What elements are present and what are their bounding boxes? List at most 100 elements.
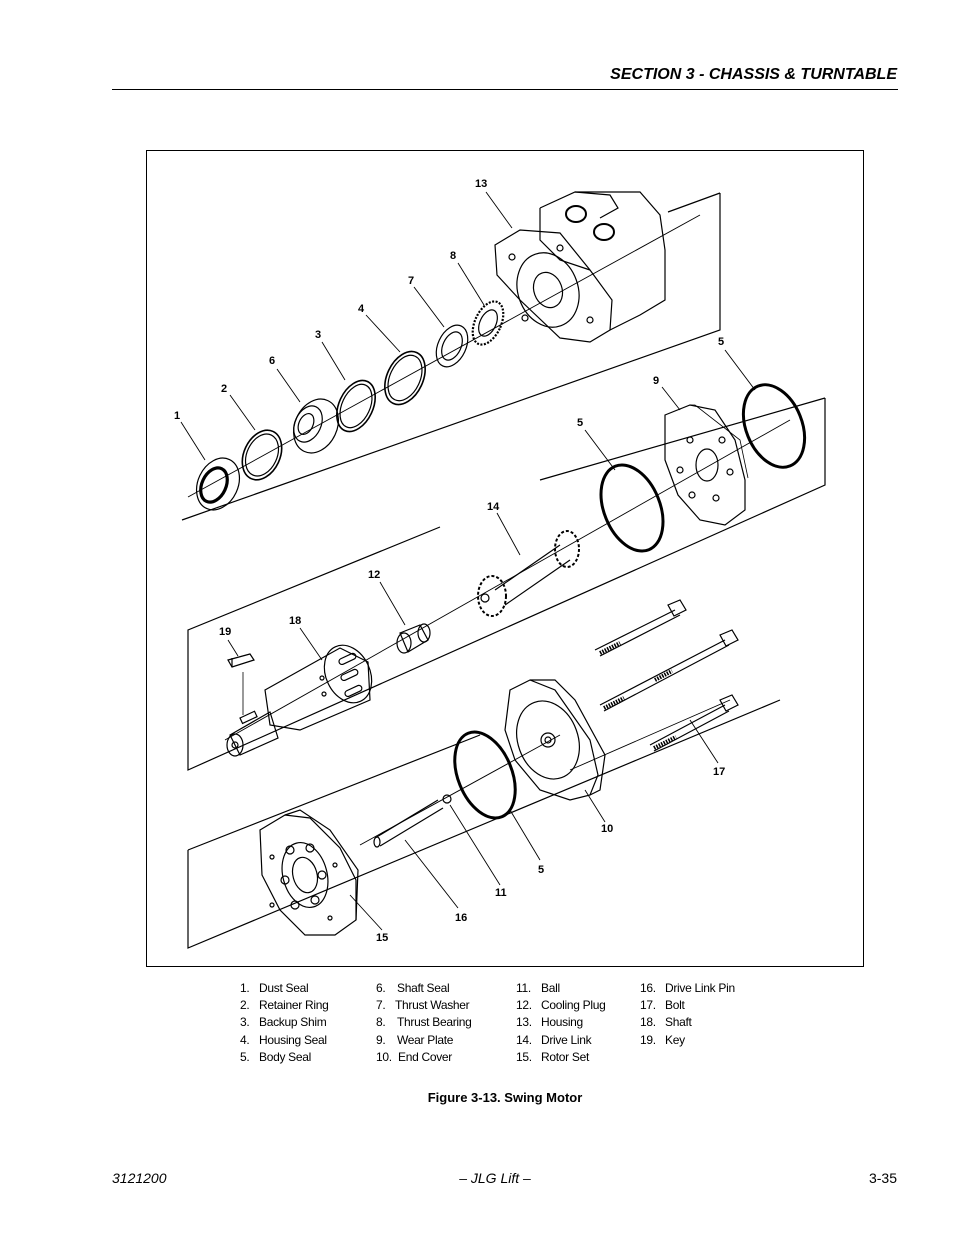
shaft — [226, 644, 373, 757]
rotor-set — [259, 809, 359, 936]
bolts — [594, 599, 739, 752]
drive-link — [477, 530, 580, 617]
callout-10: 10 — [601, 823, 613, 835]
legend-item: 3.Backup Shim — [240, 1014, 328, 1031]
legend-text: Housing Seal — [259, 1032, 327, 1047]
legend-number: 16. — [640, 981, 656, 995]
legend-number: 19. — [640, 1032, 656, 1047]
legend-item: 17. Bolt — [640, 997, 735, 1014]
legend-text: Rotor Set — [541, 1049, 589, 1064]
legend-item: 7. Thrust Washer — [376, 997, 472, 1014]
legend-number: 2. — [240, 998, 250, 1013]
legend-number: 12. — [516, 998, 532, 1013]
legend-number: 4. — [240, 1032, 250, 1047]
group-planes — [181, 192, 826, 949]
shaft-seal — [292, 398, 340, 454]
legend-text: Retainer Ring — [259, 998, 329, 1013]
drive-link-pin — [373, 799, 444, 848]
legend-column-4: 16. Drive Link Pin 17. Bolt 18. Shaft 19.Ke… — [640, 980, 735, 1049]
callout-2: 2 — [221, 383, 227, 395]
callout-1: 1 — [174, 410, 180, 422]
legend-item: 8. Thrust Bearing — [376, 1014, 472, 1031]
legend-number: 7. — [376, 998, 386, 1013]
legend-item: 19.Key — [640, 1032, 735, 1049]
legend-text: Drive Link Pin — [665, 981, 735, 995]
leader-lines — [180, 191, 756, 931]
callout-12: 12 — [368, 569, 380, 581]
legend-number: 14. — [516, 1032, 532, 1047]
legend-text: Housing — [541, 1015, 583, 1030]
legend-item: 4. Housing Seal — [240, 1032, 328, 1049]
legend-number: 15. — [516, 1049, 532, 1064]
legend-column-2: 6. Shaft Seal 7. Thrust Washer 8. Thrust Be… — [376, 980, 472, 1066]
legend-text: Ball — [541, 981, 560, 995]
retainer-ring — [241, 429, 283, 481]
legend-number: 18. — [640, 1015, 656, 1030]
housing-seal — [384, 350, 426, 406]
callout-6: 6 — [269, 355, 275, 367]
thrust-washer — [435, 324, 469, 368]
legend-text: Bolt — [665, 998, 685, 1013]
legend-item: 2. Retainer Ring — [240, 997, 329, 1014]
callout-14: 14 — [487, 501, 500, 513]
legend-number: 13. — [516, 1015, 532, 1030]
legend-column-3: 11.Ball 12. Cooling Plug 13. Housing 14. Dr… — [516, 980, 606, 1066]
legend-item: 14. Drive Link — [516, 1032, 605, 1049]
ball — [442, 794, 452, 804]
body-seal-lower — [453, 730, 517, 820]
legend-number: 10. — [376, 1049, 392, 1064]
callout-5-middle: 5 — [577, 417, 583, 429]
callout-16: 16 — [455, 912, 467, 924]
legend-item: 13. Housing — [516, 1014, 605, 1031]
callout-13: 13 — [475, 178, 487, 190]
footer-brand: – JLG Lift – — [459, 1170, 531, 1186]
callout-5-lower: 5 — [538, 864, 544, 876]
callout-8: 8 — [450, 250, 456, 262]
legend-item: 18. Shaft — [640, 1014, 735, 1031]
legend-item: 6. Shaft Seal — [376, 980, 472, 997]
legend-text: Wear Plate — [397, 1032, 454, 1047]
body-seal-middle — [599, 463, 665, 553]
legend-item: 11.Ball — [516, 980, 605, 997]
legend-number: 17. — [640, 998, 656, 1013]
legend-text: Backup Shim — [259, 1015, 327, 1030]
housing — [494, 191, 666, 343]
callout-4: 4 — [358, 303, 365, 315]
legend-text: Drive Link — [541, 1032, 592, 1047]
legend-item: 10. End Cover — [376, 1049, 472, 1066]
legend-number: 8. — [376, 1015, 386, 1030]
header-rule — [112, 89, 898, 90]
cooling-plug — [396, 623, 431, 654]
backup-shim — [336, 379, 376, 433]
legend-text: End Cover — [398, 1049, 452, 1064]
end-cover — [504, 679, 606, 801]
callout-5-upper: 5 — [718, 336, 724, 348]
footer-page-number: 3-35 — [868, 1170, 897, 1186]
legend-item: 16. Drive Link Pin — [640, 980, 735, 997]
callout-18: 18 — [289, 615, 301, 627]
centerlines — [187, 214, 791, 846]
legend-column-1: 1.Dust Seal 2. Retainer Ring 3.Backup Shi… — [240, 980, 329, 1066]
legend-number: 9. — [376, 1032, 386, 1047]
figure-frame — [146, 150, 864, 967]
legend-number: 6. — [376, 981, 386, 995]
legend-text: Dust Seal — [259, 981, 309, 995]
legend-text: Cooling Plug — [541, 998, 606, 1013]
legend-text: Shaft — [665, 1015, 692, 1030]
legend-text: Body Seal — [259, 1049, 312, 1064]
legend-item: 1.Dust Seal — [240, 980, 328, 997]
legend-item: 12. Cooling Plug — [516, 997, 606, 1014]
callout-11: 11 — [495, 887, 507, 899]
section-title: SECTION 3 - CHASSIS & TURNTABLE — [610, 66, 897, 83]
key — [227, 653, 255, 715]
legend-text: Shaft Seal — [397, 981, 450, 995]
footer-doc-number: 3121200 — [112, 1170, 167, 1186]
callout-15: 15 — [376, 932, 388, 944]
legend-text: Thrust Bearing — [397, 1015, 472, 1030]
thrust-bearing — [471, 300, 505, 346]
legend-text: Thrust Washer — [395, 998, 470, 1013]
callout-9: 9 — [653, 375, 659, 387]
wear-plate — [664, 404, 749, 526]
figure-caption: Figure 3-13. Swing Motor — [427, 1090, 583, 1105]
